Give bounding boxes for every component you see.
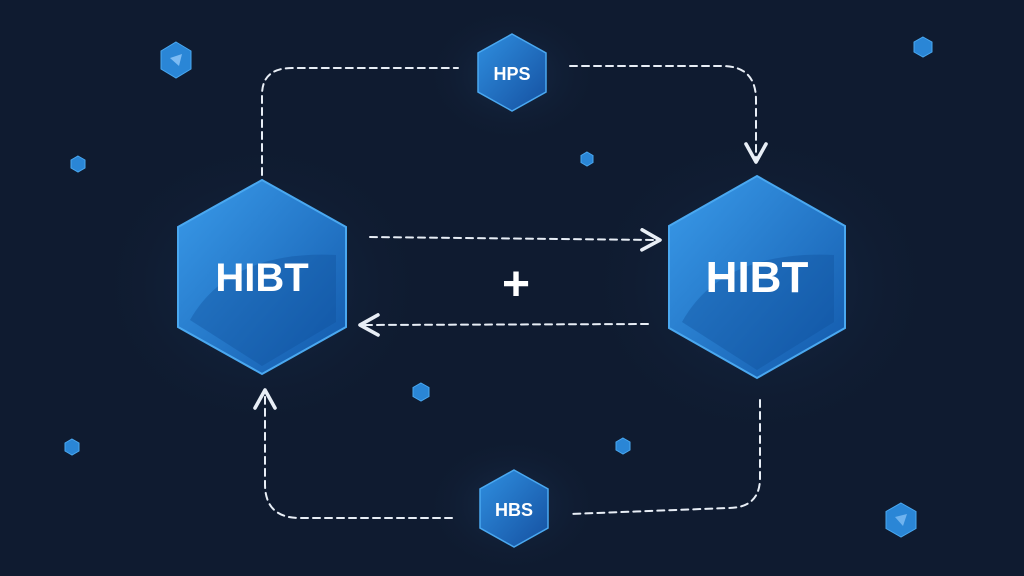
hps-label: HPS (493, 64, 530, 84)
cube-icon (160, 41, 192, 79)
connector-hbs-to-left (253, 388, 453, 519)
connector-hps-to-right (569, 65, 768, 164)
plus-symbol: + (502, 258, 530, 311)
cube-icon (615, 437, 631, 455)
connector-right-to-left (358, 313, 649, 337)
connector-left-to-right (369, 228, 662, 252)
hex-node-left-hibt: HIBT (177, 178, 347, 376)
hex-node-hbs: HBS (479, 469, 549, 548)
hbs-label: HBS (495, 500, 533, 520)
decorative-cubes (64, 36, 933, 538)
hibt-right-label: HIBT (706, 253, 809, 302)
cube-icon (64, 438, 80, 456)
cube-icon (580, 151, 594, 167)
cube-icon (412, 382, 430, 402)
connector-right-to-hbs (569, 399, 761, 515)
hex-node-right-hibt: HIBT (668, 174, 846, 380)
hibt-left-label: HIBT (215, 256, 308, 300)
cube-icon (885, 502, 917, 538)
connectors (253, 65, 768, 519)
cube-icon (913, 36, 933, 58)
hex-node-hps: HPS (477, 33, 547, 112)
cube-icon (70, 155, 86, 173)
connector-left-to-hps (261, 67, 459, 176)
